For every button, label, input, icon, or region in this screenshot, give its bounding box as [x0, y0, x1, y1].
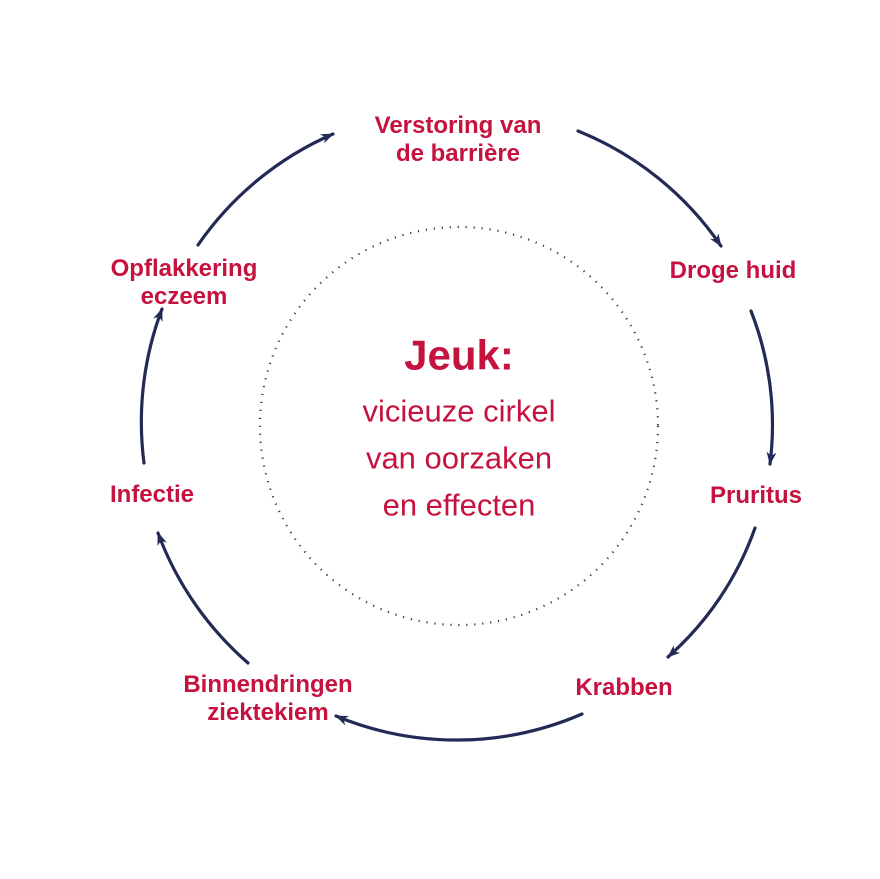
arrow-infectie-to-opflakkering — [139, 307, 164, 465]
center-subtitle: vicieuze cirkel van oorzaken en effecten — [362, 393, 556, 523]
center-title: Jeuk: — [404, 331, 514, 379]
arrow-droge-huid-to-pruritus — [749, 309, 777, 466]
dotted-inner-circle — [258, 225, 660, 627]
center-text-block: Jeuk: vicieuze cirkel van oorzaken en ef… — [299, 332, 619, 529]
arrow-verstoring-to-droge-huid — [576, 129, 723, 248]
node-label-krabben: Krabben — [575, 674, 673, 701]
arrow-opflakkering-to-verstoring — [196, 132, 335, 247]
arrow-pruritus-to-krabben — [666, 526, 757, 659]
node-label-opflakkering-eczeem: Opflakkering eczeem — [110, 255, 258, 310]
node-label-pruritus: Pruritus — [709, 482, 803, 509]
node-label-infectie: Infectie — [109, 481, 195, 508]
arrow-krabben-to-binnendringen — [334, 712, 584, 742]
node-label-verstoring-barriere: Verstoring van de barrière — [374, 112, 542, 167]
node-label-droge-huid: Droge huid — [669, 257, 797, 284]
arrow-binnendringen-to-infectie — [156, 531, 250, 665]
node-label-binnendringen-ziektekiem: Binnendringen ziektekiem — [183, 671, 353, 726]
